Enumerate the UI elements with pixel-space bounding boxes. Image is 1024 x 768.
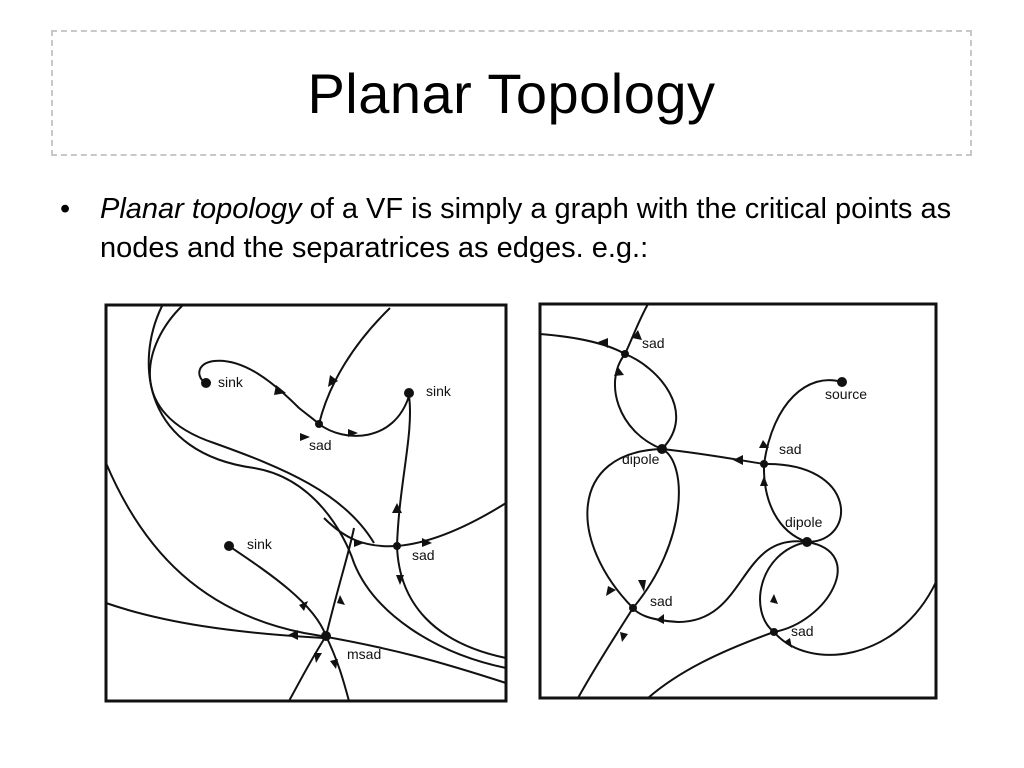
right-arrowhead [638,580,646,592]
separatrix-sad-mid-down [762,463,808,543]
right-arrowhead [759,440,769,448]
separatrix-dipole-right-down [632,540,808,624]
sink-node [201,378,211,388]
separatrix-left-2 [147,305,507,669]
label-sad: sad [791,623,814,639]
sink-node [224,541,234,551]
source-node [837,377,847,387]
separatrix-sad1-up [318,307,391,425]
separatrix-dipole-left-loop [586,448,663,609]
separatrix-msad-down1 [288,635,327,702]
separatrix-source [763,379,843,465]
separatrix-dipole-left-loop2 [632,448,680,609]
left-arrowhead [300,433,310,441]
dipole-node [657,444,667,454]
right-arrowhead [784,638,792,648]
right-frame [538,302,938,700]
label-sink: sink [247,536,273,552]
separatrix-msad-down2 [325,635,350,702]
separatrix-sad-mid-loop [763,462,843,543]
right-arrowhead [606,586,616,596]
label-source: source [825,386,867,402]
saddle-node [770,628,778,636]
left-arrowhead [348,429,358,437]
left-arrowhead [314,653,322,663]
separatrix-sink2-down [396,395,412,547]
separatrix-left-4 [105,602,325,639]
saddle-node [393,542,401,550]
label-sad: sad [779,441,802,457]
label-sink: sink [426,383,452,399]
right-arrowhead [632,330,642,340]
right-arrowhead [733,455,743,465]
left-arrowhead [299,601,308,611]
separatrix-sad-br-right [773,581,937,656]
left-arrowhead [396,575,404,585]
left-arrowhead [274,385,286,395]
separatrix-left-1 [148,305,375,544]
label-msad: msad [347,646,381,662]
bullet-marker: • [60,193,71,225]
left-arrowhead [392,503,402,513]
separatrix-top-left [539,333,626,355]
right-arrowhead [620,632,628,642]
dipole-node [802,537,812,547]
saddle-node [760,460,768,468]
title-box: Planar Topology [51,30,972,156]
bullet-text: Planar topology of a VF is simply a grap… [100,190,970,268]
separatrix-sad-top-loop-left [614,353,663,450]
separatrix-sad-top-loop-right [624,353,678,450]
left-frame [104,303,508,703]
label-dipole: dipole [622,451,660,467]
separatrix-dipole-right-left2 [759,541,808,633]
separatrix-dipole-mid [661,448,765,465]
sink-node [404,388,414,398]
separatrix-sad1-right [318,395,410,437]
msaddle-node [321,631,331,641]
saddle-node [621,350,629,358]
saddle-node [629,604,637,612]
left-arrowhead [337,595,345,605]
label-sad: sad [650,593,673,609]
separatrix-sink1-spiral [198,359,320,425]
right-arrowhead [598,338,608,348]
separatrix-top-up [624,303,649,355]
slide-title: Planar Topology [307,61,716,125]
left-arrowhead [328,375,338,387]
label-sad: sad [412,547,435,563]
label-sad: sad [642,335,665,351]
right-arrowhead [770,594,778,604]
label-sad: sad [309,437,332,453]
separatrix-sad-bl-down [577,607,634,699]
left-arrowhead [354,539,364,547]
bullet-italic-term: Planar topology [100,193,302,225]
separatrix-left-3 [105,462,507,684]
separatrix-sad2-down [396,545,507,659]
separatrix-sad-br-left [647,631,775,699]
separatrix-sink3 [228,545,327,637]
separatrix-msad-up [325,527,355,637]
left-arrowhead [422,538,432,547]
bullet-item: • Planar topology of a VF is simply a gr… [60,190,970,268]
right-topology-diagram: sad source dipole sad dipole sad sad [538,302,938,700]
left-topology-diagram: sink sink sink sad sad msad [104,303,508,703]
right-arrowhead [760,476,768,486]
label-dipole: dipole [785,514,823,530]
separatrix-sad2-right [396,502,507,547]
label-sink: sink [218,374,244,390]
left-arrowhead [288,630,298,640]
left-arrowhead [330,659,338,669]
right-arrowhead [656,614,664,624]
bullet-body: of a VF is simply a graph with the criti… [100,193,952,264]
right-arrowhead [614,367,624,376]
separatrix-dipole-right-right [773,541,839,633]
saddle-node [315,420,323,428]
